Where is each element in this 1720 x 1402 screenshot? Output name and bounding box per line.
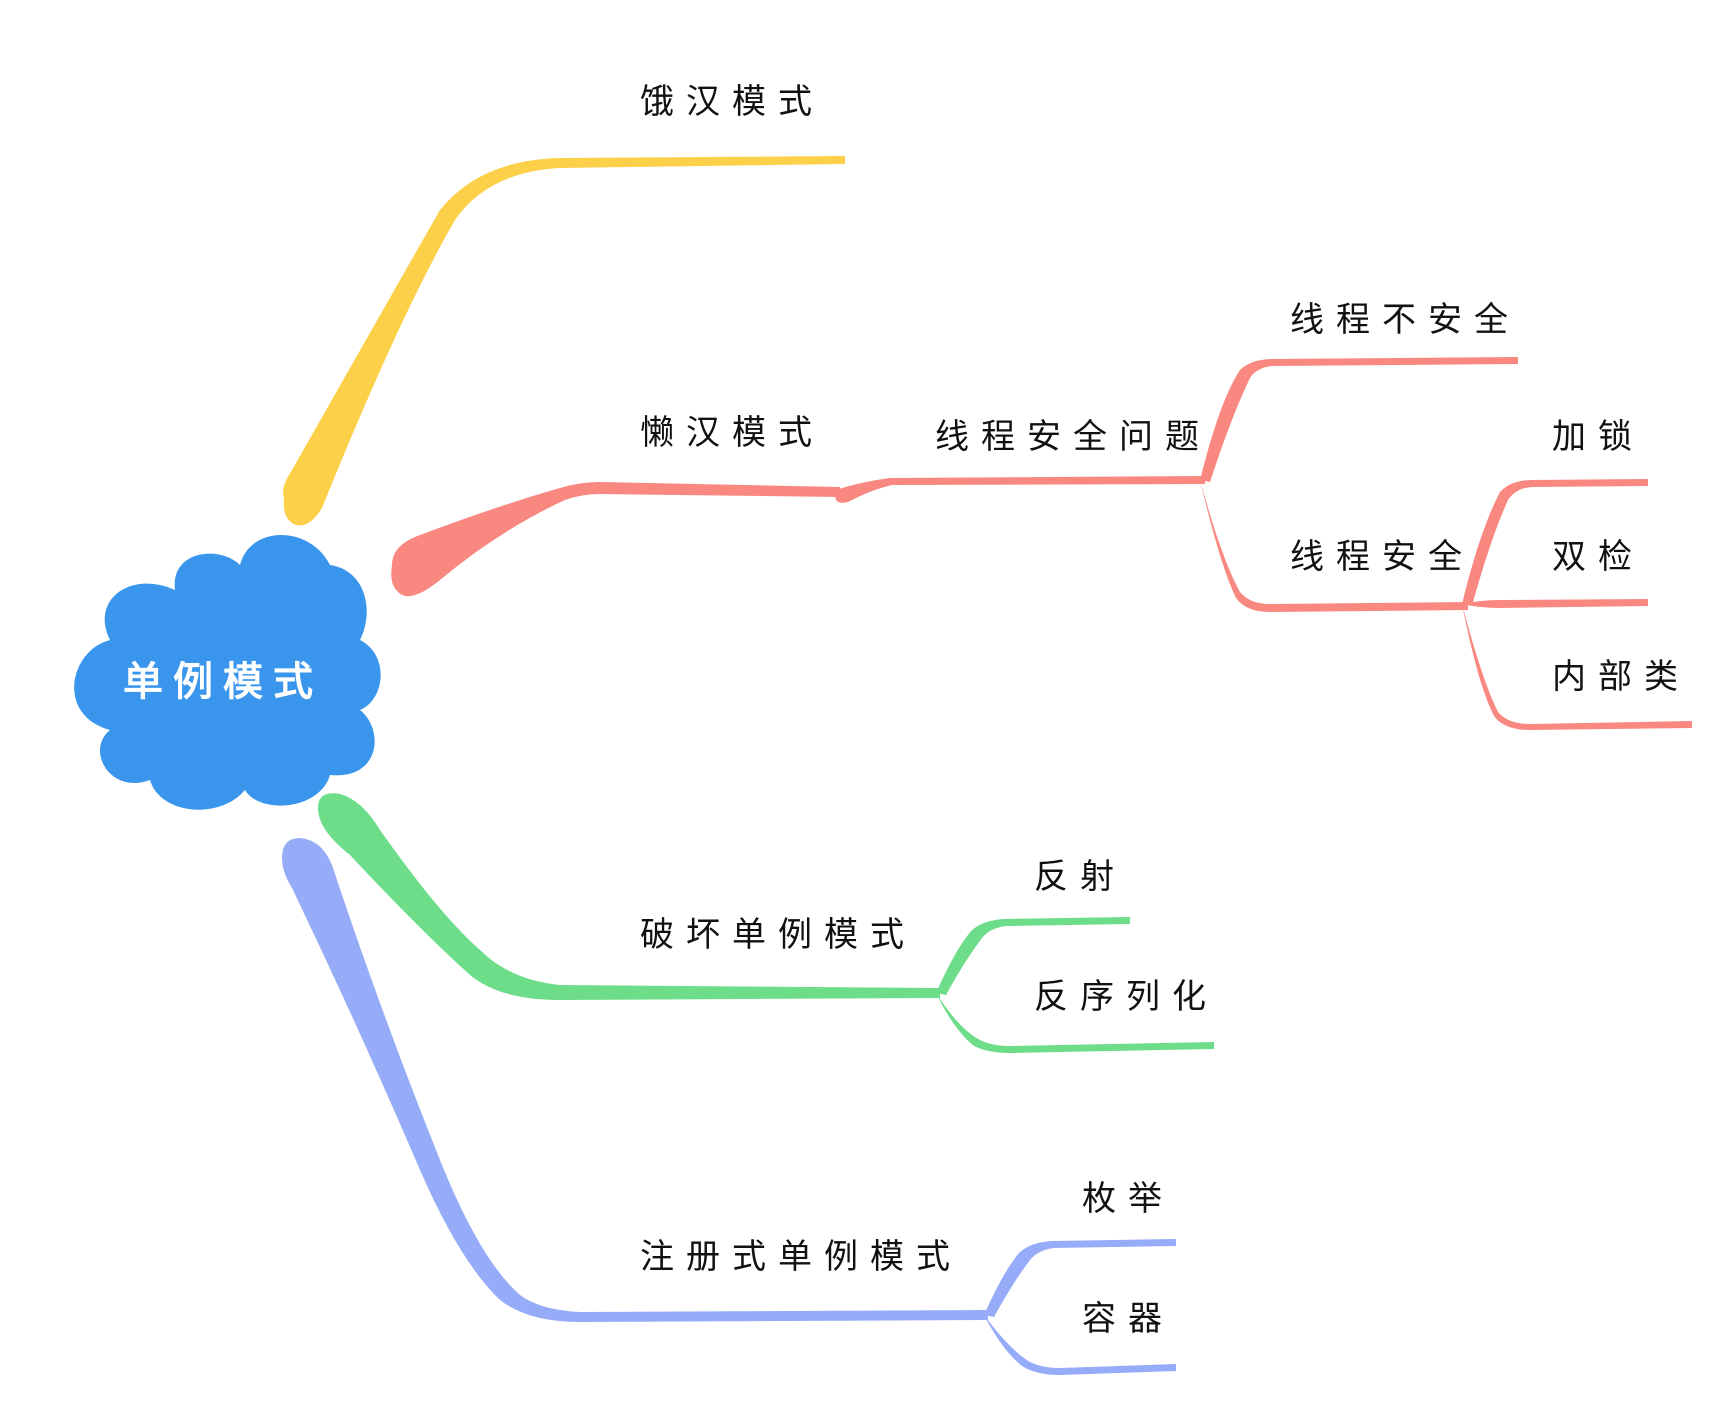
branch-double-check-line [1462, 599, 1648, 608]
branch-lanhan: 懒汉模式 线程安全问题 线程不安全 线程安全 加锁 双检 内部类 [391, 300, 1692, 730]
branch-not-safe-line [1200, 357, 1518, 482]
node-container[interactable]: 容器 [1082, 1299, 1174, 1339]
root-node[interactable]: 单例模式 [74, 535, 381, 810]
node-lanhan[interactable]: 懒汉模式 [640, 413, 824, 453]
node-break[interactable]: 破坏单例模式 [640, 915, 916, 955]
root-cloud-shape [74, 535, 381, 810]
node-ehan[interactable]: 饿汉模式 [640, 82, 824, 122]
branch-deserialize-line [936, 993, 1214, 1053]
branch-ehan-trunk [283, 156, 845, 526]
branch-break-trunk [318, 793, 940, 1000]
node-not-safe[interactable]: 线程不安全 [1290, 300, 1520, 340]
branch-lanhan-link [835, 476, 1205, 503]
node-register[interactable]: 注册式单例模式 [640, 1237, 962, 1277]
node-deserialize[interactable]: 反序列化 [1034, 977, 1218, 1017]
branch-break: 破坏单例模式 反射 反序列化 [318, 793, 1218, 1053]
node-thread-issue[interactable]: 线程安全问题 [935, 417, 1211, 457]
node-enum[interactable]: 枚举 [1082, 1179, 1174, 1219]
branch-register: 注册式单例模式 枚举 容器 [282, 838, 1176, 1375]
branch-container-line [984, 1315, 1176, 1375]
node-safe[interactable]: 线程安全 [1290, 537, 1474, 577]
branch-lanhan-trunk [391, 482, 840, 597]
node-lock[interactable]: 加锁 [1552, 417, 1644, 457]
node-reflection[interactable]: 反射 [1034, 857, 1126, 897]
branch-ehan: 饿汉模式 [283, 82, 845, 526]
root-label: 单例模式 [123, 659, 323, 705]
node-inner-class[interactable]: 内部类 [1552, 657, 1690, 697]
node-double-check[interactable]: 双检 [1552, 537, 1644, 577]
